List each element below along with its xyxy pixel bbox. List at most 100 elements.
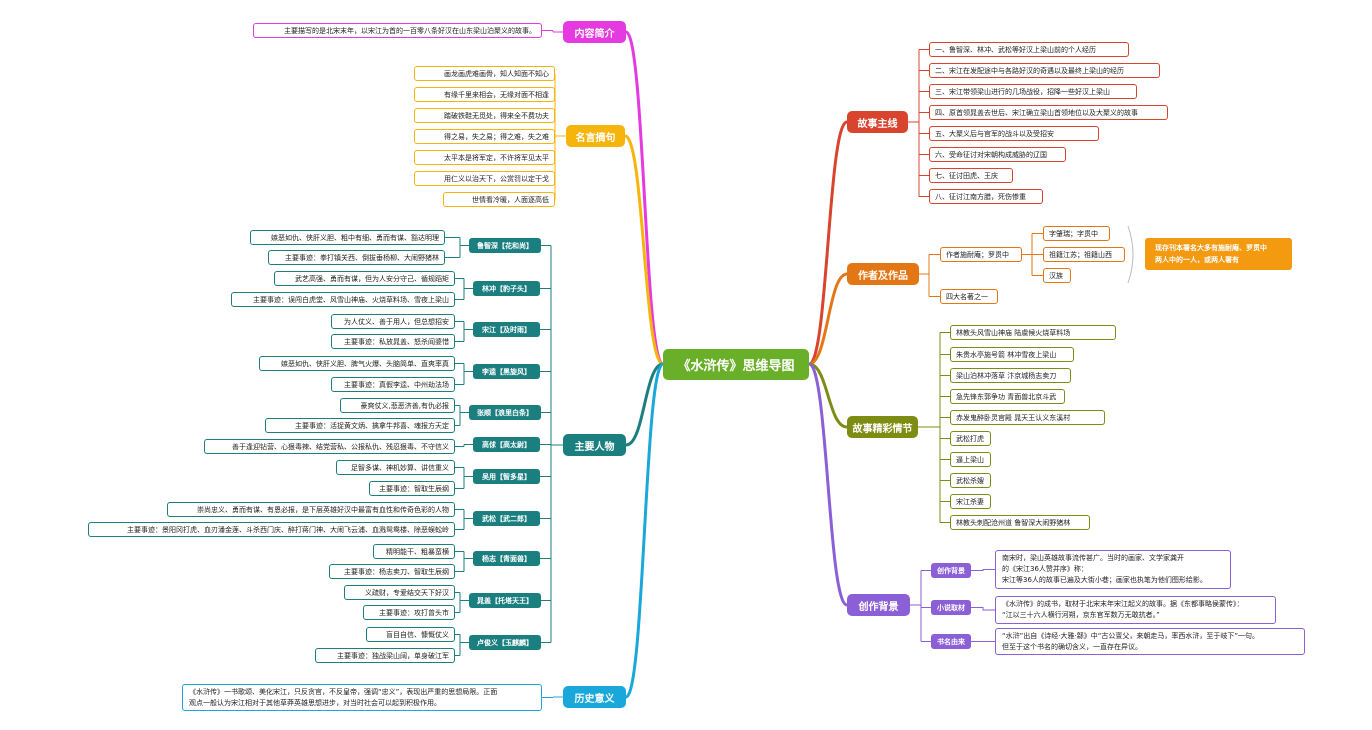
plot-item[interactable]: 二、宋江在发配途中与各路好汉的奇遇以及最终上梁山的经历 (929, 63, 1160, 78)
author-style-name[interactable]: 字肇瑞；字贯中 (1043, 226, 1110, 241)
topic-highlights[interactable]: 故事精彩情节 (847, 416, 918, 438)
character-node[interactable]: 吴用【智多星】 (473, 469, 540, 484)
background-line: 《水浒传》的成书，取材于北宋末年宋江起义的故事。据《东都事略侯蒙传》： (1002, 600, 1244, 608)
quote-item[interactable]: 有缘千里来相会，无缘对面不相逢 (414, 87, 555, 102)
character-detail[interactable]: 主要事迹：景阳冈打虎、血刃潘金莲、斗杀西门庆、醉打蒋门神、大闹飞云浦、血溅鸳鸯楼… (88, 522, 455, 537)
character-node[interactable]: 武松【武二郎】 (473, 511, 540, 526)
author-ethnicity[interactable]: 汉族 (1043, 268, 1071, 283)
character-detail[interactable]: 主要事迹：拳打镇关西、倒拔垂杨柳、大闹野猪林 (268, 250, 445, 265)
background-label[interactable]: 创作背景 (931, 563, 971, 578)
character-detail[interactable]: 武艺高强、勇而有谋，但为人安分守己、循规蹈矩 (274, 271, 455, 286)
background-text[interactable]: 《水浒传》的成书，取材于北宋末年宋江起义的故事。据《东都事略侯蒙传》： “江以三十… (995, 596, 1276, 624)
character-detail[interactable]: 嫉恶如仇、侠肝义胆、粗中有细、勇而有谋、豁达明理 (250, 230, 445, 245)
highlight-item[interactable]: 武松打虎 (950, 431, 991, 446)
plot-item[interactable]: 七、征讨田虎、王庆 (929, 168, 1013, 183)
character-detail[interactable]: 豪爽仗义,悲恶济善,有仇必报 (340, 398, 455, 413)
highlight-item[interactable]: 急先锋东郭争功 青面兽北京斗武 (950, 389, 1065, 404)
character-detail[interactable]: 主要事迹：误闯白虎堂、风雪山神庙、火烧草料场、雪夜上梁山 (231, 292, 455, 307)
character-detail[interactable]: 主要事迹：私放晁盖、怒杀阎婆惜 (331, 334, 455, 349)
background-line: 宋江等36人的故事已遍及大街小巷；画家也执笔为他们图形绘影。 (1002, 576, 1207, 584)
topic-quotes[interactable]: 名言摘句 (566, 125, 625, 147)
character-detail[interactable]: 义疏财，专爱结交天下好汉 (344, 585, 455, 600)
character-detail[interactable]: 嫉恶如仇、侠肝义胆、脾气火爆、头脑简单、直爽率真 (259, 356, 455, 371)
main-branch-line (808, 362, 848, 429)
topic-plot[interactable]: 故事主线 (847, 111, 908, 133)
topic-author[interactable]: 作者及作品 (847, 263, 919, 285)
character-node[interactable]: 卢俊义【玉麒麟】 (469, 635, 541, 650)
highlight-item[interactable]: 梁山泊林冲落草 汴京城杨志卖刀 (950, 368, 1071, 383)
main-branch-line (807, 362, 849, 607)
main-branch-line (808, 272, 848, 366)
background-line: 但至于这个书名的确切含义，一直存在异议。 (1002, 643, 1142, 651)
background-line: “水浒”出自《诗经·大雅·緜》中“古公亶父，来朝走马，率西水浒，至于岐下”一句。 (1002, 632, 1259, 640)
branch-line (971, 569, 995, 571)
history-text[interactable]: 《水浒传》一书歌颂、美化宋江，只反贪官，不反皇帝，强调“忠义”，表现出严重的思想… (182, 684, 542, 711)
summary-bracket (1127, 225, 1134, 284)
character-detail[interactable]: 主要事迹：智取生辰纲 (369, 481, 455, 496)
plot-item[interactable]: 五、大聚义后与官军的战斗以及受招安 (929, 126, 1099, 141)
intro-text[interactable]: 主要描写的是北宋末年，以宋江为首的一百零八条好汉在山东梁山泊聚义的故事。 (253, 23, 542, 38)
quote-item[interactable]: 得之易，失之易；得之难，失之难 (414, 129, 555, 144)
character-node[interactable]: 鲁智深【花和尚】 (469, 238, 541, 253)
main-branch-line (624, 134, 664, 366)
highlight-item[interactable]: 朱贵水亭施号箭 林冲雪夜上梁山 (950, 347, 1074, 362)
plot-item[interactable]: 四、原首领晁盖去世后、宋江确立梁山首领地位以及大聚义的故事 (929, 105, 1168, 120)
main-branch-line (624, 362, 665, 699)
topic-intro[interactable]: 内容简介 (563, 21, 626, 43)
background-text[interactable]: 南宋时，梁山英雄故事流传甚广。当时的画家、文学家龚开的《宋江36人赞并序》称： 宋… (995, 550, 1231, 589)
character-node[interactable]: 晁盖【托塔天王】 (469, 593, 541, 608)
character-detail[interactable]: 主要事迹：活捉黄文炳、擒拿牛邦喜、魂报方天定 (265, 418, 455, 433)
author-name[interactable]: 作者施耐庵；罗贯中 (940, 247, 1022, 262)
character-node[interactable]: 杨志【青面兽】 (473, 551, 540, 566)
highlight-item[interactable]: 宋江杀妻 (950, 494, 991, 509)
background-label[interactable]: 书名由来 (931, 634, 971, 649)
background-label[interactable]: 小说取材 (931, 600, 971, 615)
quote-item[interactable]: 世情看冷暖，人面逐高低 (443, 192, 555, 207)
history-line: 观点一般认为宋江相对于其他草莽英雄思想进步，对当时社会可以起到积极作用。 (189, 699, 441, 707)
quote-item[interactable]: 用仁义以治天下，公赏罚以定干戈 (414, 171, 555, 186)
character-detail[interactable]: 盲目自信、慷慨仗义 (366, 627, 455, 642)
quote-item[interactable]: 太平本是将军定，不许将军见太平 (414, 150, 555, 165)
background-line: 南宋时，梁山英雄故事流传甚广。当时的画家、文学家龚开 (1002, 554, 1184, 562)
quote-item[interactable]: 踏破铁鞋无觅处，得来全不费功夫 (414, 108, 555, 123)
background-text[interactable]: “水浒”出自《诗经·大雅·緜》中“古公亶父，来朝走马，率西水浒，至于岐下”一句。… (995, 628, 1305, 655)
highlight-item[interactable]: 林教头刺配沧州道 鲁智深大闹野猪林 (950, 515, 1090, 530)
background-line: “江以三十六人横行河朔，京东官军数万无敢抗者。” (1002, 611, 1160, 619)
plot-item[interactable]: 三、宋江带领梁山进行的几场战役，招降一些好汉上梁山 (929, 84, 1137, 99)
branch-line (971, 607, 995, 611)
character-detail[interactable]: 主要事迹：杨志卖刀、智取生辰纲 (329, 564, 455, 579)
plot-item[interactable]: 八、征讨江南方腊，死伤惨重 (929, 189, 1043, 204)
character-detail[interactable]: 为人仗义、善于用人，但总想招安 (331, 314, 455, 329)
highlight-item[interactable]: 赤发鬼醉卧灵官殿 晁天王认义东溪村 (950, 410, 1105, 425)
highlight-item[interactable]: 武松杀嫂 (950, 473, 991, 488)
plot-item[interactable]: 六、受命征讨对宋朝构成威胁的辽国 (929, 147, 1066, 162)
work-status[interactable]: 四大名著之一 (940, 289, 998, 304)
character-detail[interactable]: 主要事迹：攻打曾头市 (363, 605, 455, 620)
topic-background[interactable]: 创作背景 (847, 594, 910, 616)
character-detail[interactable]: 足智多谋、神机妙算、讲信重义 (336, 460, 455, 475)
character-detail[interactable]: 主要事迹：独战梁山阔，单身破江军 (315, 648, 455, 663)
character-node[interactable]: 李逵【黑旋风】 (473, 364, 540, 379)
character-node[interactable]: 宋江【及时雨】 (473, 322, 540, 337)
character-node[interactable]: 高俅【高太尉】 (473, 437, 540, 452)
highlight-item[interactable]: 逼上梁山 (950, 452, 991, 467)
author-note[interactable]: 现存刊本署名大多有施耐庵、罗贯中 两人中的一人，或两人署有 (1145, 238, 1292, 270)
character-detail[interactable]: 善于逢迎钻营、心狠毒辣、结党营私、公报私仇、残忍狠毒、不守信义 (204, 439, 455, 454)
main-branch-line (807, 120, 849, 366)
character-detail[interactable]: 崇尚忠义、勇而有谋、有恩必报，是下层英雄好汉中最富有血性和传奇色彩的人物 (167, 502, 455, 517)
highlight-item[interactable]: 林教头风雪山神庙 陆虞候火烧草料场 (950, 325, 1116, 340)
topic-history[interactable]: 历史意义 (563, 686, 626, 708)
central-topic[interactable]: 《水浒传》思维导图 (663, 349, 809, 380)
character-node[interactable]: 张顺【浪里白条】 (469, 405, 541, 420)
character-detail[interactable]: 主要事迹：真假李逵、中州劫法场 (331, 377, 455, 392)
topic-characters[interactable]: 主要人物 (563, 434, 626, 456)
background-line: 的《宋江36人赞并序》称： (1002, 565, 1088, 573)
character-node[interactable]: 林冲【豹子头】 (473, 281, 540, 296)
author-note-line: 现存刊本署名大多有施耐庵、罗贯中 (1155, 244, 1267, 252)
quote-item[interactable]: 画龙画虎难画骨，知人知面不知心 (414, 66, 555, 81)
author-note-line: 两人中的一人，或两人署有 (1155, 256, 1239, 264)
plot-item[interactable]: 一、鲁智深、林冲、武松等好汉上梁山前的个人经历 (929, 42, 1129, 57)
author-origin[interactable]: 祖籍江苏；祖籍山西 (1043, 247, 1125, 262)
character-detail[interactable]: 精明能干、粗暴蛮横 (373, 544, 455, 559)
